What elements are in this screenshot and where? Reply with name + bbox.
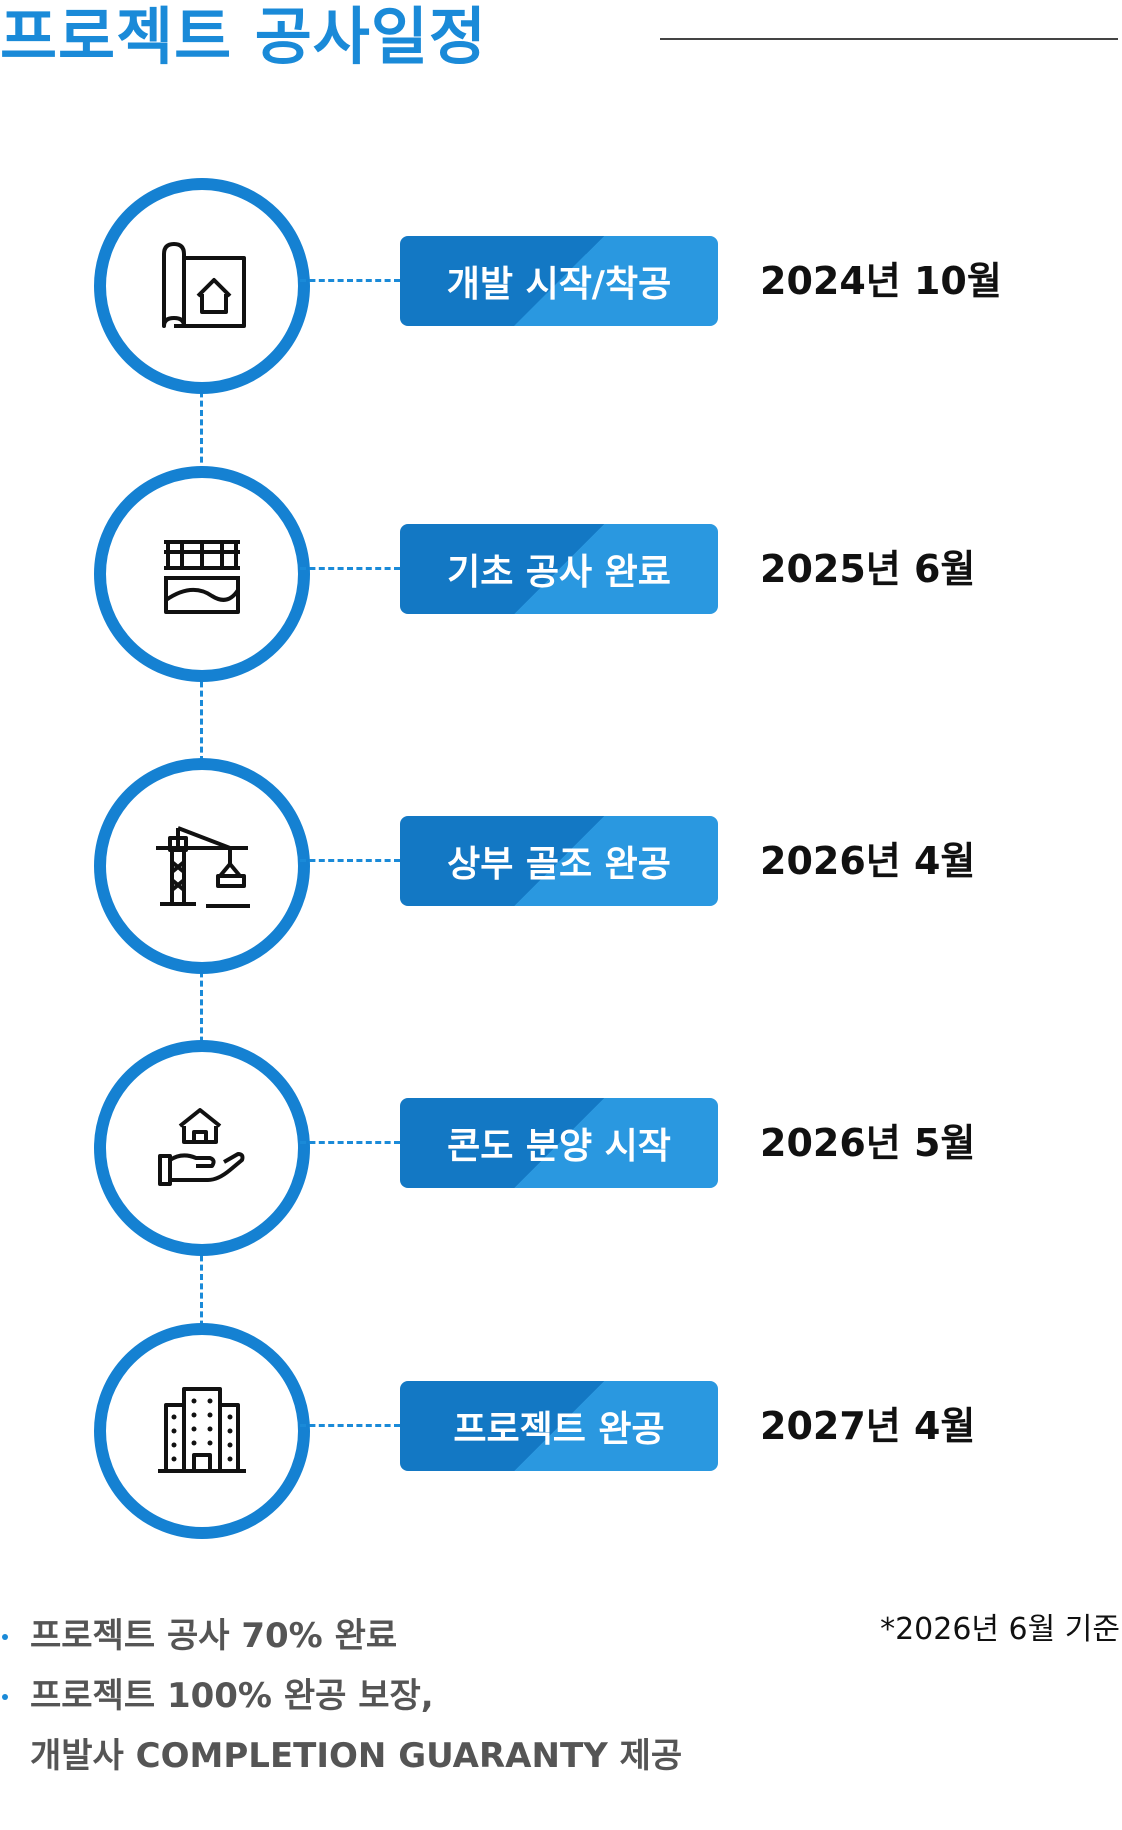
- milestone-date: 2026년 5월: [760, 1121, 976, 1165]
- milestone-label: 개발 시작/착공: [400, 236, 718, 326]
- milestone-connector: [300, 1424, 400, 1427]
- milestone-date: 2024년 10월: [760, 259, 1002, 303]
- blueprint-house-icon: [162, 242, 246, 328]
- crane-icon: [156, 826, 250, 908]
- milestone-date: 2025년 6월: [760, 547, 976, 591]
- title-divider: [660, 38, 1118, 40]
- milestone-connector: [300, 859, 400, 862]
- timeline-connector: [200, 382, 203, 472]
- milestone-connector: [300, 1141, 400, 1144]
- timeline-connector: [200, 1246, 203, 1336]
- hand-house-icon: [158, 1108, 245, 1186]
- footnote: *2026년 6월 기준: [880, 1612, 1120, 1647]
- milestone-icon-ring: [94, 1323, 310, 1539]
- timeline-connector: [200, 672, 203, 762]
- milestone-label: 상부 골조 완공: [400, 816, 718, 906]
- milestone-icon-ring: [94, 1040, 310, 1256]
- building-icon: [158, 1387, 246, 1473]
- bullet-dot: [2, 1634, 8, 1640]
- foundation-icon: [164, 540, 240, 614]
- milestone-icon-ring: [94, 758, 310, 974]
- milestone-connector: [300, 279, 400, 282]
- note-item-continued: 개발사 COMPLETION GUARANTY 제공: [30, 1736, 683, 1776]
- milestone-date: 2027년 4월: [760, 1404, 976, 1448]
- milestone-label: 콘도 분양 시작: [400, 1098, 718, 1188]
- milestone-icon-ring: [94, 466, 310, 682]
- milestone-label: 프로젝트 완공: [400, 1381, 718, 1471]
- note-item: 프로젝트 공사 70% 완료: [30, 1616, 398, 1656]
- note-item: 프로젝트 100% 완공 보장,: [30, 1676, 434, 1716]
- milestone-label: 기초 공사 완료: [400, 524, 718, 614]
- milestone-date: 2026년 4월: [760, 839, 976, 883]
- page-title: 프로젝트 공사일정: [0, 0, 487, 73]
- bullet-dot: [2, 1694, 8, 1700]
- milestone-icon-ring: [94, 178, 310, 394]
- milestone-connector: [300, 567, 400, 570]
- timeline-connector: [200, 962, 203, 1052]
